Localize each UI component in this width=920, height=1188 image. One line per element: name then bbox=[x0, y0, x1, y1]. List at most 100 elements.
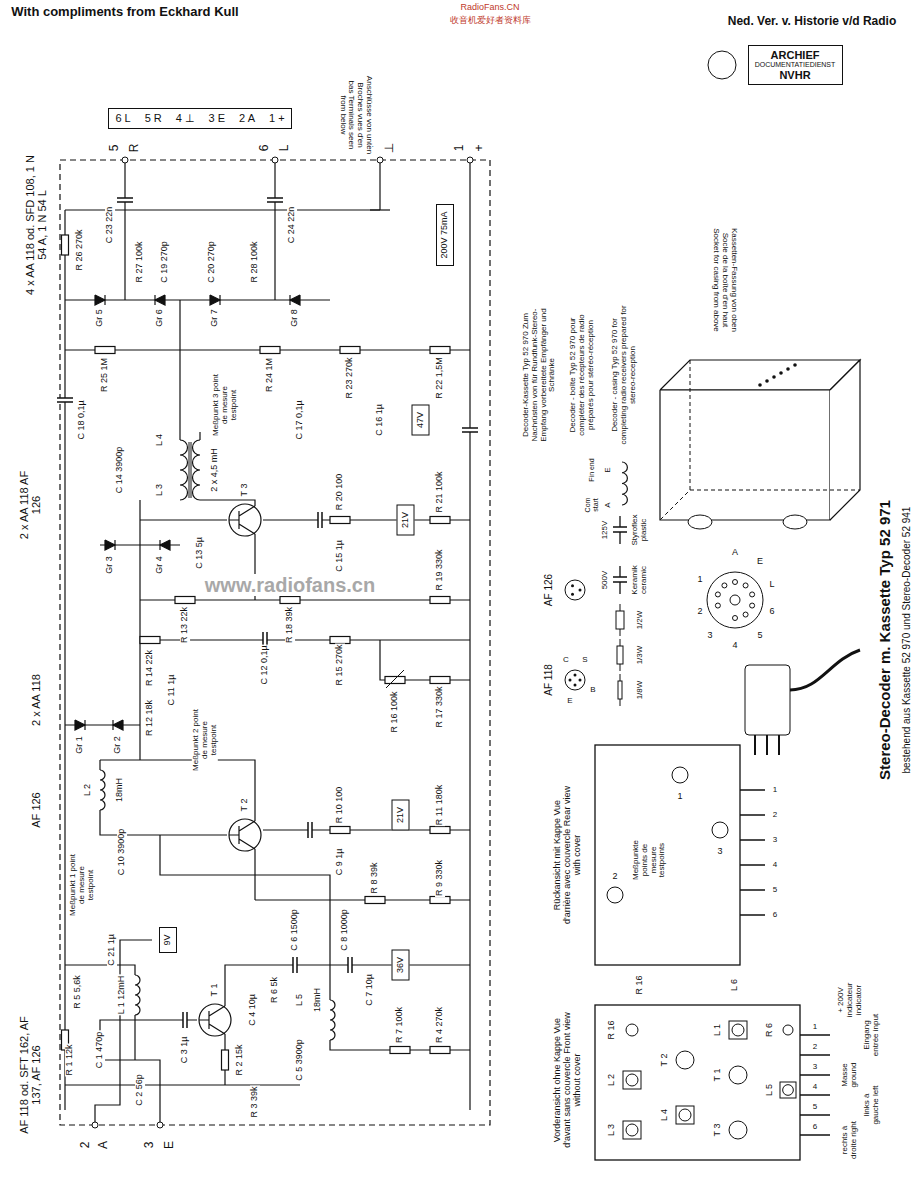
socket-pin bbox=[750, 603, 755, 608]
component-label: C 3 1µ bbox=[180, 1036, 190, 1065]
view-label: Vorderansicht ohne Kappe Vue d'avant san… bbox=[553, 1009, 583, 1151]
component-label: R 26 270k bbox=[75, 228, 85, 271]
voltage-box: 21V bbox=[396, 505, 414, 536]
part-type-note: 2 x AA 118 AF 126 bbox=[18, 469, 42, 541]
cassette-note: Decoder-Kassette Typ 52 970 Zum Nachrüst… bbox=[522, 299, 557, 451]
potentiometer-arrow bbox=[386, 670, 404, 688]
resistor-symbol bbox=[222, 1050, 229, 1070]
wire bbox=[99, 760, 100, 770]
header-note: 收音机爱好者资料库 bbox=[449, 16, 532, 26]
box-text: 3 E bbox=[209, 112, 226, 124]
component-label: Gr 7 bbox=[210, 308, 220, 328]
view-label: links à gauche left bbox=[863, 1082, 881, 1129]
diode-symbol bbox=[290, 295, 300, 305]
component-label: L 3 bbox=[155, 483, 165, 497]
socket-pin bbox=[743, 583, 748, 588]
component-label: C 12 0,1µ bbox=[260, 644, 270, 685]
testpoint-hole bbox=[607, 887, 623, 903]
terminal bbox=[92, 1122, 98, 1128]
pin-line bbox=[800, 1074, 830, 1076]
socket-pin bbox=[733, 580, 738, 585]
pin-line bbox=[800, 1094, 830, 1096]
component-label: R 6 5k bbox=[270, 976, 280, 1004]
voltage-box: 200V 75mA bbox=[436, 204, 454, 266]
coil-symbol bbox=[180, 440, 188, 500]
coil-can bbox=[623, 1121, 641, 1139]
coil-symbol bbox=[622, 462, 627, 505]
component-label: Meßpunkt 1 point de mesure testpoint bbox=[69, 849, 95, 921]
capacitor-symbol bbox=[266, 198, 284, 202]
pin-line bbox=[740, 914, 765, 916]
symbol-key-label: 1/8W bbox=[636, 680, 645, 701]
symbol-key-label: 1/2W bbox=[636, 610, 645, 631]
box-text: 5 R bbox=[145, 112, 162, 124]
hidden-edge bbox=[660, 360, 860, 520]
socket-dot bbox=[786, 367, 790, 371]
view-label: Eingang entrée input bbox=[863, 1009, 881, 1061]
component-label: C 15 1µ bbox=[335, 539, 345, 573]
socket-dot bbox=[779, 371, 783, 375]
stamp-text: DOCUMENTATIEDIENST bbox=[755, 61, 836, 69]
terminal bbox=[157, 1122, 163, 1128]
component-label: C 1 470p bbox=[95, 1031, 105, 1070]
component-label: L 1 12mH bbox=[117, 975, 127, 1016]
symbol-key-label: AF 126 bbox=[543, 573, 554, 607]
resistor-symbol bbox=[95, 347, 115, 354]
view-label: + 200V indicateur indicator bbox=[837, 969, 863, 1031]
component-label: Gr 1 bbox=[75, 735, 85, 755]
transformer-core bbox=[189, 442, 191, 498]
view-label: 2 bbox=[772, 811, 778, 820]
symbol-key-label: 500V bbox=[601, 570, 610, 591]
view-label: T 1 bbox=[713, 1068, 723, 1083]
coil-symbol bbox=[100, 770, 105, 810]
cassette-note: Kassetten-Fassung von oben Socle de la b… bbox=[712, 219, 738, 341]
component-label: Gr 6 bbox=[155, 308, 165, 328]
component-label: C 6 1500p bbox=[290, 908, 300, 952]
capacitor-symbol bbox=[348, 956, 352, 974]
cassette-note: Decoder - boîte Typ 52 970 pour compléte… bbox=[569, 299, 595, 451]
terminal-label: ⊥ bbox=[383, 142, 396, 154]
diode-symbol bbox=[210, 295, 220, 305]
component-label: R 17 330k bbox=[435, 685, 445, 728]
plug-pin bbox=[766, 735, 768, 755]
resistor-symbol bbox=[260, 347, 280, 354]
component-label: R 15 270k bbox=[335, 643, 345, 686]
socket-pin bbox=[733, 616, 738, 621]
diode-symbol bbox=[105, 540, 115, 550]
component-label: Gr 3 bbox=[105, 555, 115, 575]
coil-symbol bbox=[135, 975, 140, 1015]
pin-line bbox=[740, 789, 765, 791]
component-label: R 18 39k bbox=[285, 606, 295, 644]
view-label: 3 bbox=[812, 1063, 818, 1072]
terminal-label: 5 bbox=[108, 144, 121, 153]
part-outline bbox=[783, 1025, 793, 1035]
pin-line bbox=[740, 864, 765, 866]
wire bbox=[124, 160, 125, 300]
voltage-box: 21V bbox=[391, 800, 409, 831]
symbol-key-label: Fin end bbox=[588, 457, 596, 483]
archive-stamp: ARCHIEFDOCUMENTATIEDIENSTNVHR bbox=[748, 45, 843, 85]
terminal-label: 6 bbox=[258, 144, 271, 153]
wire bbox=[370, 209, 390, 210]
component-label: R 7 100k bbox=[395, 1006, 405, 1044]
wire bbox=[100, 760, 255, 821]
diagram-caption: bestehend aus Kassette 52 970 und Stereo… bbox=[901, 507, 912, 774]
component-label: C 23 22n bbox=[105, 206, 115, 245]
component-label: C 4 10µ bbox=[248, 993, 258, 1027]
stamp-emblem bbox=[708, 51, 736, 79]
resistor-key bbox=[617, 639, 623, 671]
wire bbox=[379, 160, 380, 210]
box-text: 6 L bbox=[115, 112, 130, 124]
view-label: 6 bbox=[812, 1123, 818, 1132]
knob bbox=[783, 515, 807, 529]
box-text: 47V bbox=[415, 412, 425, 428]
pin-line bbox=[800, 1054, 830, 1056]
diagram-title: Stereo-Decoder m. Kassette Typ 52 971 bbox=[877, 500, 894, 780]
component-label: T 1 bbox=[210, 983, 220, 998]
component-label: Meßpunkt 3 point de mesure testpoint bbox=[212, 369, 238, 441]
component-label: R 4 270k bbox=[435, 1006, 445, 1044]
view-label: 2 bbox=[611, 872, 618, 882]
box-text: 2 A bbox=[239, 112, 255, 124]
socket-dot bbox=[793, 363, 797, 367]
